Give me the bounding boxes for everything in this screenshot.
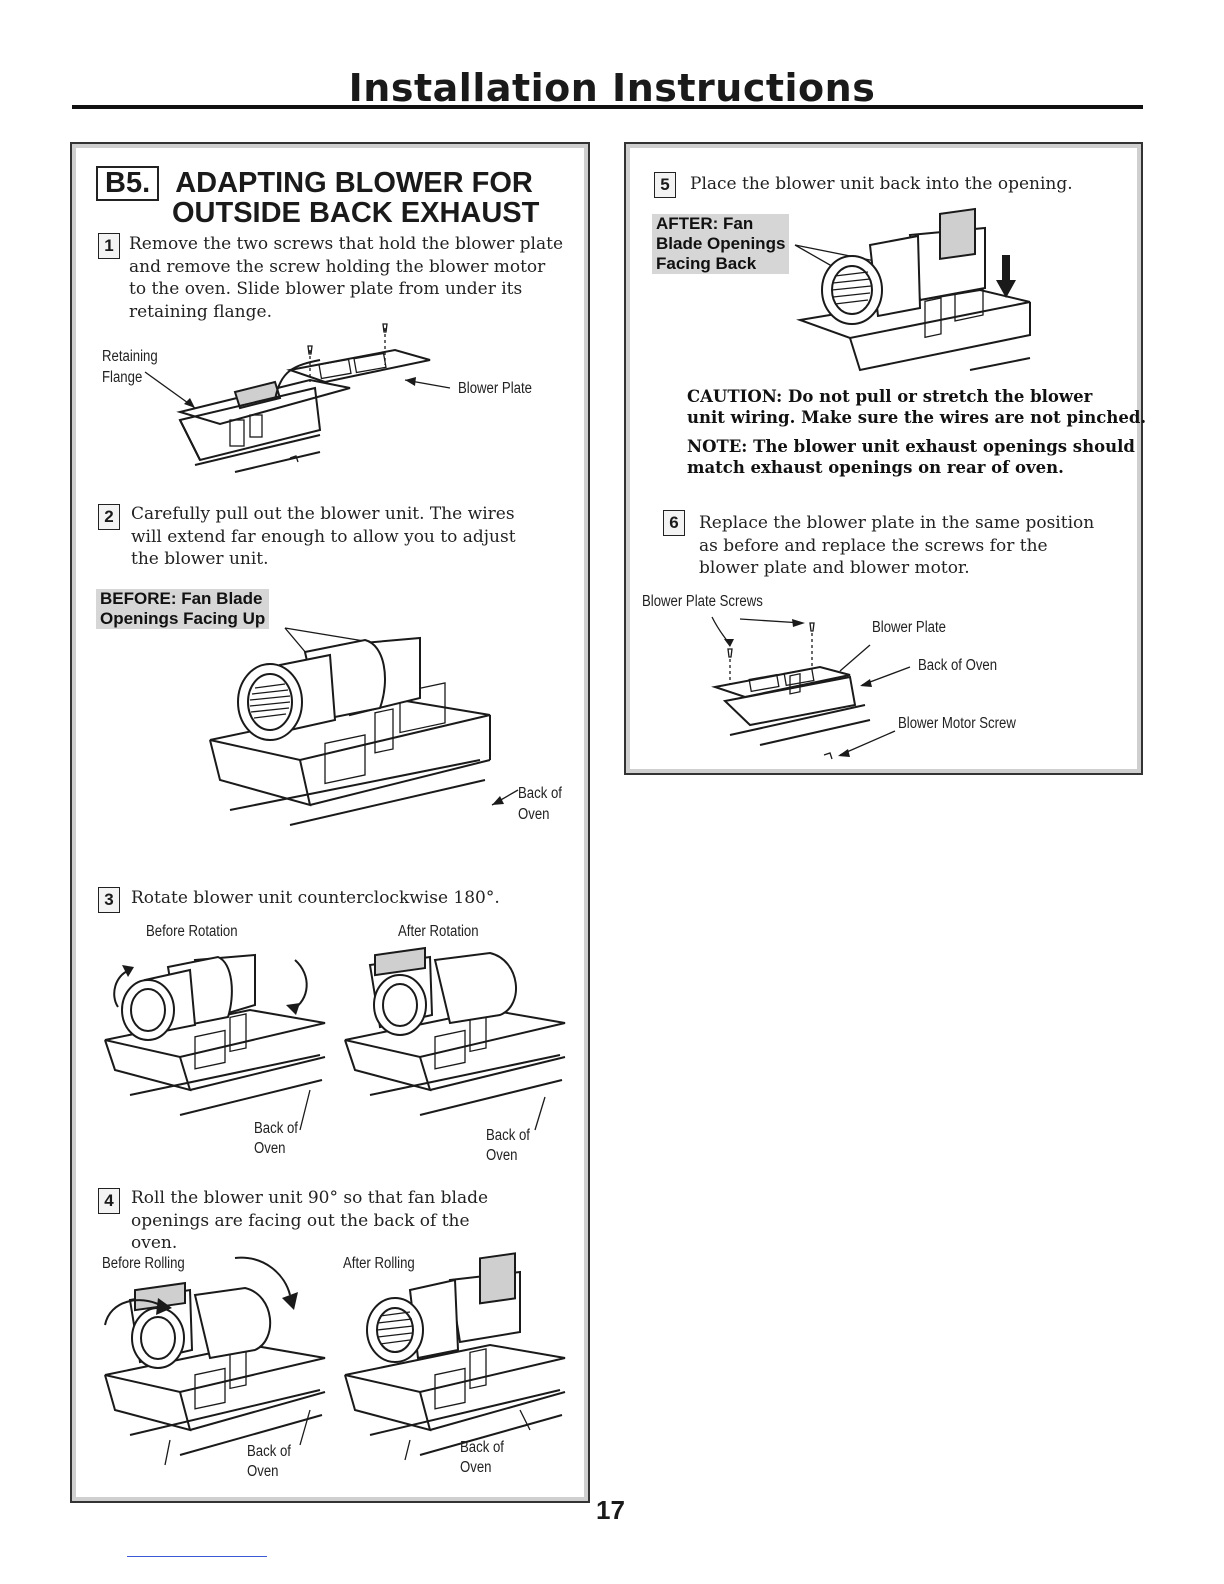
footer-rule: [127, 1556, 267, 1557]
before-callout: BEFORE: Fan Blade Openings Facing Up: [96, 589, 270, 629]
step-6-line: as before and replace the screws for the: [699, 535, 1048, 556]
step-4-line: openings are facing out the back of the: [131, 1210, 470, 1231]
label-back-of-4: Back of: [247, 1443, 291, 1460]
step-5-text: Place the blower unit back into the open…: [690, 174, 1073, 194]
label-oven-5: Oven: [460, 1459, 492, 1476]
step-4-number: 4: [98, 1188, 120, 1214]
step-1-line: to the oven. Slide blower plate from und…: [129, 279, 523, 299]
label-back-of-2: Back of: [254, 1120, 298, 1137]
step-3-text: Rotate blower unit counterclockwise 180°…: [131, 888, 500, 908]
step-2-line: Carefully pull out the blower unit. The …: [131, 504, 515, 524]
before-callout-line: BEFORE: Fan Blade: [100, 589, 263, 608]
label-blower-motor-screw: Blower Motor Screw: [898, 715, 1016, 732]
step-1-number: 1: [98, 233, 120, 259]
label-back-of-1: Back of: [518, 785, 562, 802]
step-6-text: Replace the blower plate in the same pos…: [699, 512, 1094, 580]
title-rule: [72, 105, 1143, 109]
label-blower-plate: Blower Plate: [458, 380, 532, 397]
after-callout: AFTER: Fan Blade Openings Facing Back: [652, 214, 790, 274]
step-1-line: and remove the screw holding the blower …: [129, 256, 546, 277]
step-2-line: the blower unit.: [131, 549, 269, 569]
figure-replace-plate: [711, 616, 911, 760]
step-6-line: Replace the blower plate in the same pos…: [699, 513, 1095, 533]
section-badge: B5.: [96, 166, 160, 201]
section-heading-line1: ADAPTING BLOWER FOR: [175, 167, 533, 199]
note-text: NOTE: The blower unit exhaust openings s…: [687, 436, 1135, 478]
label-blower-plate-screws: Blower Plate Screws: [642, 593, 763, 610]
step-6-number: 6: [663, 510, 685, 536]
label-back-of-3: Back of: [486, 1127, 530, 1144]
note-line: match exhaust openings on rear of oven.: [687, 458, 1064, 477]
step-2-text: Carefully pull out the blower unit. The …: [131, 503, 516, 571]
label-flange: Flange: [102, 369, 143, 386]
step-6-line: blower plate and blower motor.: [699, 558, 970, 578]
figure-before-rotation: [104, 953, 326, 1131]
label-oven-3: Oven: [486, 1147, 518, 1164]
after-callout-line: Blade Openings: [656, 234, 786, 253]
after-callout-line: Facing Back: [656, 254, 757, 273]
figure-after-rolling: [344, 1252, 566, 1461]
label-after-rotation: After Rotation: [398, 923, 479, 940]
label-before-rolling: Before Rolling: [102, 1255, 185, 1272]
caution-line: CAUTION: Do not pull or stretch the blow…: [687, 387, 1093, 406]
label-back-of-oven: Back of Oven: [918, 657, 998, 674]
label-after-rolling: After Rolling: [343, 1255, 415, 1272]
step-4-text: Roll the blower unit 90° so that fan bla…: [131, 1187, 488, 1255]
step-1-text: Remove the two screws that hold the blow…: [129, 233, 563, 323]
step-5-number: 5: [654, 172, 676, 198]
section-heading: B5. ADAPTING BLOWER FOR: [96, 166, 533, 201]
figure-before-rolling: [104, 1256, 326, 1466]
step-2-number: 2: [98, 504, 120, 530]
figure-blower-after: [794, 207, 1031, 372]
label-before-rotation: Before Rotation: [146, 923, 238, 940]
label-oven-2: Oven: [254, 1140, 286, 1157]
label-retaining: Retaining: [102, 348, 158, 365]
page-title: Installation Instructions: [348, 66, 876, 110]
label-oven-1: Oven: [518, 806, 550, 823]
step-4-line: Roll the blower unit 90° so that fan bla…: [131, 1188, 489, 1208]
figure-blower-before: [209, 627, 519, 826]
step-4-line: oven.: [131, 1233, 178, 1253]
note-line: NOTE: The blower unit exhaust openings s…: [687, 437, 1135, 456]
figure-blower-plate-removal: [144, 323, 451, 473]
page-number: 17: [596, 1495, 625, 1525]
label-oven-4: Oven: [247, 1463, 279, 1480]
figure-after-rotation: [344, 946, 566, 1131]
step-1-line: retaining flange.: [129, 301, 272, 322]
label-back-of-5: Back of: [460, 1439, 504, 1456]
label-blower-plate-2: Blower Plate: [872, 619, 946, 636]
caution-line: unit wiring. Make sure the wires are not…: [687, 408, 1147, 427]
step-1-line: Remove the two screws that hold the blow…: [129, 234, 564, 254]
step-3-number: 3: [98, 887, 120, 913]
after-callout-line: AFTER: Fan: [656, 214, 754, 233]
before-callout-line: Openings Facing Up: [100, 609, 266, 628]
step-2-line: will extend far enough to allow you to a…: [131, 526, 516, 547]
caution-text: CAUTION: Do not pull or stretch the blow…: [687, 386, 1146, 428]
section-heading-line2: OUTSIDE BACK EXHAUST: [172, 197, 540, 229]
